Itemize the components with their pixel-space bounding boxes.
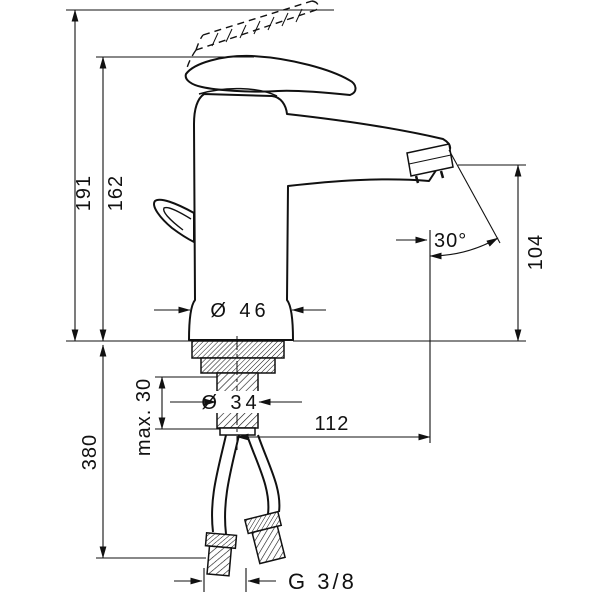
dim-label-body-height: 162 xyxy=(105,175,127,211)
dim-max-mounting-thickness: max. 30 xyxy=(133,376,166,456)
lever-handle xyxy=(184,54,357,96)
popup-rod-lever xyxy=(153,198,195,244)
dim-base-diameter: Ø 46 xyxy=(154,300,326,322)
faucet-body-spout xyxy=(188,93,452,341)
dim-hose-length: 380 xyxy=(79,344,107,559)
dim-body-height: 162 xyxy=(99,56,127,342)
mounting-seal xyxy=(191,340,285,374)
aerator xyxy=(406,143,454,184)
dim-spout-reach: 112 xyxy=(236,413,431,441)
dim-label-base-diameter: Ø 46 xyxy=(210,300,269,322)
dimension-annotations: 191 162 104 30° Ø 46 xyxy=(66,9,547,594)
dim-shank-diameter: Ø 34 xyxy=(170,391,302,414)
dim-hose-thread: G 3/8 xyxy=(174,569,357,594)
dim-label-shank-diameter: Ø 34 xyxy=(201,392,260,414)
dim-label-spout-reach: 112 xyxy=(315,413,350,435)
hose-connector-right xyxy=(243,510,286,565)
extension-lines xyxy=(66,9,526,592)
dim-label-hose-thread: G 3/8 xyxy=(288,569,357,594)
dim-label-outlet-height: 104 xyxy=(525,234,547,270)
dim-total-height: 191 xyxy=(71,9,95,342)
hose-connector-left xyxy=(204,531,238,577)
dim-label-max-mounting-thickness: max. 30 xyxy=(133,378,155,456)
dim-label-outlet-angle: 30° xyxy=(434,230,467,252)
dim-label-hose-length: 380 xyxy=(79,434,101,470)
supply-hoses xyxy=(211,434,281,535)
dim-outlet-height: 104 xyxy=(514,164,547,342)
faucet-outline xyxy=(153,0,454,577)
dim-label-total-height: 191 xyxy=(73,175,95,211)
cartridge-cap-line xyxy=(198,87,278,97)
handle-raised-position xyxy=(185,0,319,72)
dim-outlet-angle: 30° xyxy=(396,149,501,443)
